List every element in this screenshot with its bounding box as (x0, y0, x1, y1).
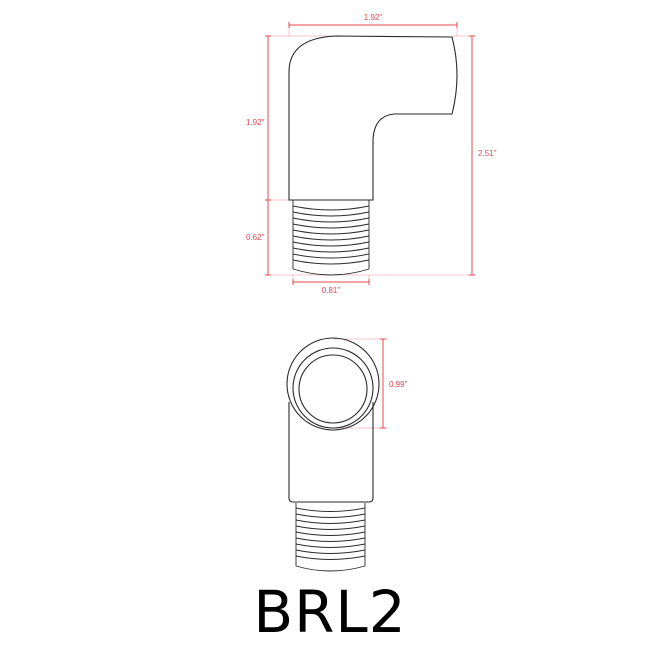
dim-thread-height: 0.62" (246, 233, 265, 242)
dim-thread-width: 0.81" (322, 286, 341, 295)
thread-side (292, 200, 370, 276)
dim-top-width: 1.92" (364, 13, 383, 22)
dimension-lines (265, 22, 475, 285)
dim-outlet-diameter: 0.99" (389, 380, 408, 389)
dim-overall-height: 2.51" (478, 149, 497, 158)
dimension-lines-end (380, 338, 386, 429)
dim-body-height: 1.92" (246, 118, 265, 127)
outer-collar-circle (286, 337, 380, 431)
end-view: 0.99" (286, 337, 408, 572)
product-title: BRL2 (253, 578, 407, 646)
extension-lines (265, 22, 476, 285)
thread-end (295, 503, 366, 572)
extension-lines-end (333, 338, 388, 429)
side-view: 1.92" 1.92" 2.51" 0.62" 0.81" (246, 13, 497, 295)
end-body-outline (286, 337, 380, 503)
outlet-bore-circle (298, 354, 368, 424)
outlet-ring-circle (292, 347, 374, 429)
elbow-body-outline (288, 35, 458, 201)
